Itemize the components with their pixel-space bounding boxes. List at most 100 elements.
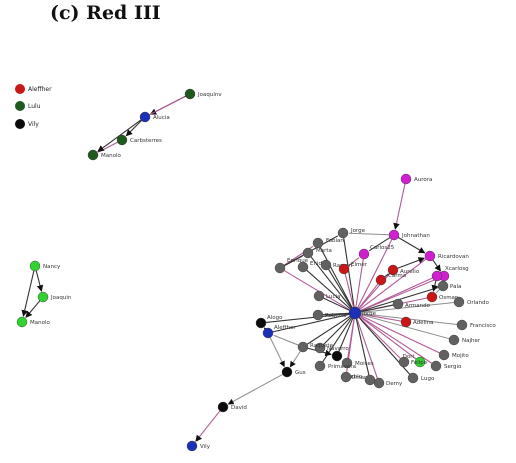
edge-raquel-aleffher bbox=[273, 334, 299, 346]
node-label: Roberto bbox=[325, 313, 347, 319]
node-carma: Carma bbox=[375, 273, 406, 286]
legend-swatch bbox=[15, 119, 25, 129]
node-label: Elmer bbox=[351, 262, 368, 268]
legend-item: Aleffher bbox=[15, 84, 52, 94]
node-label: Aurelio bbox=[400, 269, 420, 275]
node-enrique: Enrique bbox=[274, 258, 309, 274]
node-circle bbox=[398, 356, 410, 368]
node-circle bbox=[281, 366, 293, 378]
node-orlando: Orlando bbox=[453, 296, 489, 308]
edge-nancy-manolo2 bbox=[21, 270, 35, 317]
node-omar: Omar bbox=[340, 371, 367, 383]
node-label: Xcarlosg bbox=[445, 266, 469, 272]
node-label: Alucia bbox=[153, 115, 170, 121]
node-label: Sergio bbox=[444, 364, 462, 370]
edge-david-vily bbox=[195, 410, 221, 442]
nodes-layer: JoaquinvAluciaCarbsterresManoloNancyJoaq… bbox=[16, 88, 496, 452]
node-lugo: Lugo bbox=[407, 372, 435, 384]
node-manolo1: Manolo bbox=[87, 149, 121, 161]
node-label: David bbox=[231, 405, 247, 411]
node-label: Armando bbox=[405, 303, 431, 309]
node-circle bbox=[302, 247, 314, 259]
edge-carma-hub bbox=[358, 283, 379, 309]
node-johnathan: Johnathan bbox=[388, 229, 430, 241]
node-demy: Demy bbox=[373, 377, 403, 389]
legend-item: Vily bbox=[15, 119, 39, 129]
node-carlos: Carlos25 bbox=[358, 245, 395, 260]
node-circle bbox=[87, 149, 99, 161]
node-enid: Enid bbox=[297, 261, 322, 273]
node-label: Orlando bbox=[467, 300, 489, 306]
edge-aurelio-ricardo bbox=[397, 257, 426, 269]
edge-armando-hub bbox=[360, 304, 394, 313]
node-label: Osman bbox=[439, 295, 459, 301]
node-label: Lugo bbox=[421, 376, 435, 382]
node-label: Felipe bbox=[411, 360, 428, 366]
node-circle bbox=[312, 309, 324, 321]
node-circle bbox=[456, 319, 468, 331]
node-circle bbox=[184, 88, 196, 100]
node-label: Moises bbox=[355, 361, 374, 367]
node-circle bbox=[375, 274, 387, 286]
edge-johnathan-carlos bbox=[368, 237, 391, 252]
node-circle bbox=[430, 360, 442, 372]
node-armando: Armando bbox=[392, 298, 431, 310]
node-label: Dori bbox=[403, 354, 415, 360]
edge-johnathan-jorge bbox=[348, 232, 390, 236]
node-label: Marta bbox=[316, 248, 332, 254]
node-jorge: Jorge bbox=[337, 227, 366, 239]
edge-aleffher-alogo bbox=[263, 327, 271, 335]
edge-mojito-hub bbox=[360, 315, 440, 354]
edge-alucia-joaquinv bbox=[149, 96, 185, 116]
node-circle bbox=[388, 229, 400, 241]
node-circle bbox=[313, 290, 325, 302]
node-label: Primavera bbox=[328, 364, 356, 370]
edge-demy-hub bbox=[356, 318, 378, 379]
node-circle bbox=[438, 349, 450, 361]
node-label: Pablo bbox=[347, 374, 362, 380]
legend-swatch bbox=[15, 84, 25, 94]
node-circle bbox=[437, 280, 449, 292]
node-nancy: Nancy bbox=[29, 260, 61, 272]
node-circle bbox=[186, 440, 198, 452]
node-circle bbox=[426, 291, 438, 303]
node-label: Adelina bbox=[413, 320, 433, 326]
edge-xcarlosg-osman bbox=[431, 280, 438, 292]
node-circle bbox=[274, 262, 286, 274]
node-label: Jorge bbox=[361, 311, 377, 317]
node-adelina: Adelina bbox=[400, 316, 433, 328]
legend-label: Lulu bbox=[28, 103, 41, 110]
node-circle bbox=[29, 260, 41, 272]
edge-xcarlosg-hub bbox=[360, 277, 433, 312]
node-circle bbox=[448, 334, 460, 346]
node-label: Fabian bbox=[326, 238, 344, 244]
node-label: Manolo bbox=[101, 153, 121, 159]
edge-marta-hub bbox=[310, 256, 352, 309]
edge-nancy-joaquin bbox=[35, 270, 44, 292]
node-circle bbox=[297, 341, 309, 353]
edge-jorge-hub bbox=[343, 237, 355, 308]
node-circle bbox=[37, 291, 49, 303]
legend-label: Aleffher bbox=[28, 86, 52, 93]
node-circle bbox=[424, 250, 436, 262]
edge-ricardo-hub bbox=[359, 258, 427, 310]
edge-carma-aurelio bbox=[384, 273, 389, 278]
node-ravi bbox=[331, 350, 343, 362]
edge-ricardo-xamaro bbox=[432, 259, 442, 272]
node-circle bbox=[407, 372, 419, 384]
edge-felipe-hub bbox=[358, 316, 401, 359]
edge-aleffher-gus bbox=[269, 337, 285, 368]
node-label: Enid bbox=[310, 261, 322, 267]
node-aurora: Aurora bbox=[400, 173, 432, 185]
edge-enid-hub bbox=[306, 269, 351, 310]
edge-elmer-carlos bbox=[347, 257, 360, 267]
node-xcarlosg: Xcarlosg bbox=[431, 266, 469, 282]
edge-elmer-hub bbox=[344, 273, 355, 308]
node-manolo2: Manolo bbox=[16, 316, 50, 328]
edge-dori-hub bbox=[359, 316, 417, 360]
edge-aurora-johnathan bbox=[393, 183, 406, 230]
edge-ramon-hub bbox=[328, 268, 353, 309]
